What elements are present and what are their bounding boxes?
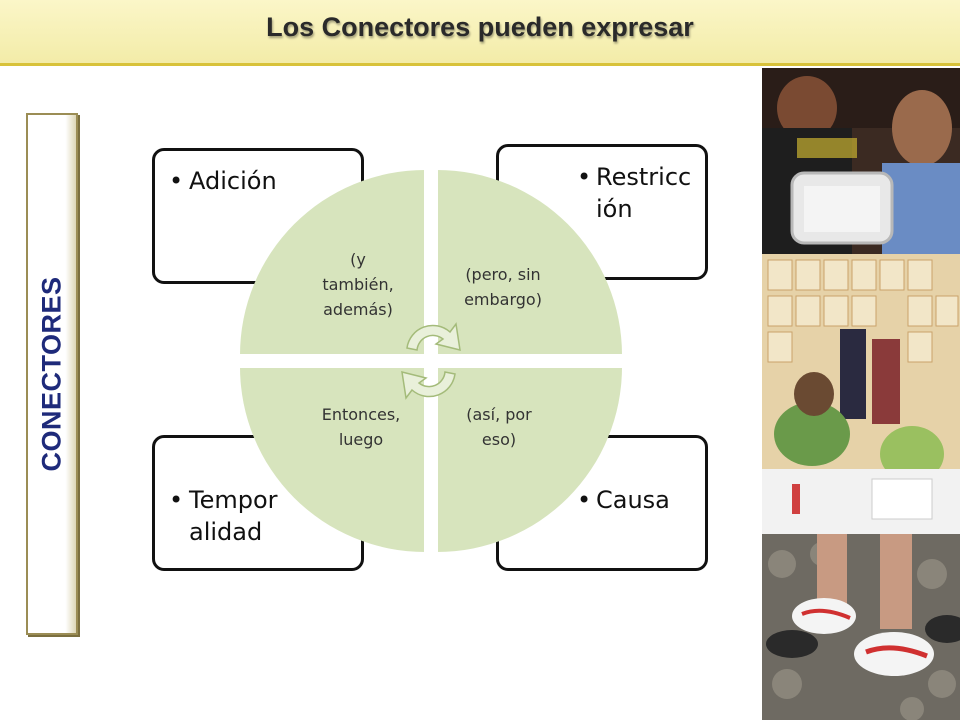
- quadrant-top-left: [240, 170, 425, 355]
- card-label-line1: Tempor: [189, 486, 278, 514]
- card-label: Adición: [189, 167, 277, 195]
- quadrant-line: (y: [350, 250, 366, 269]
- bullet: •: [169, 486, 184, 514]
- quadrant-bottom-right: [437, 367, 622, 552]
- quadrant-circle: [236, 166, 626, 556]
- quadrant-line: embargo): [464, 290, 542, 309]
- header-bar: Los Conectores pueden expresar: [0, 0, 960, 66]
- cycle-arrows-icon: [401, 322, 461, 400]
- quadrant-line: Entonces,: [321, 405, 401, 424]
- card-label-line2: ión: [596, 195, 633, 223]
- quadrant-text-temporalidad: Entonces, luego: [286, 402, 436, 452]
- quadrant-line: además): [323, 300, 393, 319]
- quadrant-top-right: [437, 170, 622, 355]
- quadrant-line: luego: [338, 430, 384, 449]
- quadrant-text-causa: (así, por eso): [424, 402, 574, 452]
- quadrant-text-restriccion: (pero, sin embargo): [428, 262, 578, 312]
- quadrant-line: (así, por: [466, 405, 532, 424]
- slide-title: Los Conectores pueden expresar: [266, 12, 694, 42]
- quadrant-text-adicion: (y también, además): [283, 247, 433, 322]
- bullet: •: [169, 167, 184, 195]
- bullet: •: [577, 163, 592, 191]
- quadrant-line: (pero, sin: [465, 265, 541, 284]
- card-label-line2: alidad: [189, 518, 263, 546]
- photo-sneakers: [762, 534, 960, 720]
- quadrant-line: eso): [481, 430, 517, 449]
- card-label: Causa: [596, 486, 670, 514]
- card-label-line1: Restricc: [596, 163, 692, 191]
- photo-students-laptop: [762, 68, 960, 254]
- quadrant-line: también,: [322, 275, 394, 294]
- bullet: •: [577, 486, 592, 514]
- photo-strip: [762, 68, 960, 720]
- photo-children-drawing: [762, 254, 960, 534]
- quadrant-bottom-left: [240, 367, 425, 552]
- side-label-text: CONECTORES: [36, 276, 67, 472]
- side-label-box: CONECTORES: [26, 113, 78, 635]
